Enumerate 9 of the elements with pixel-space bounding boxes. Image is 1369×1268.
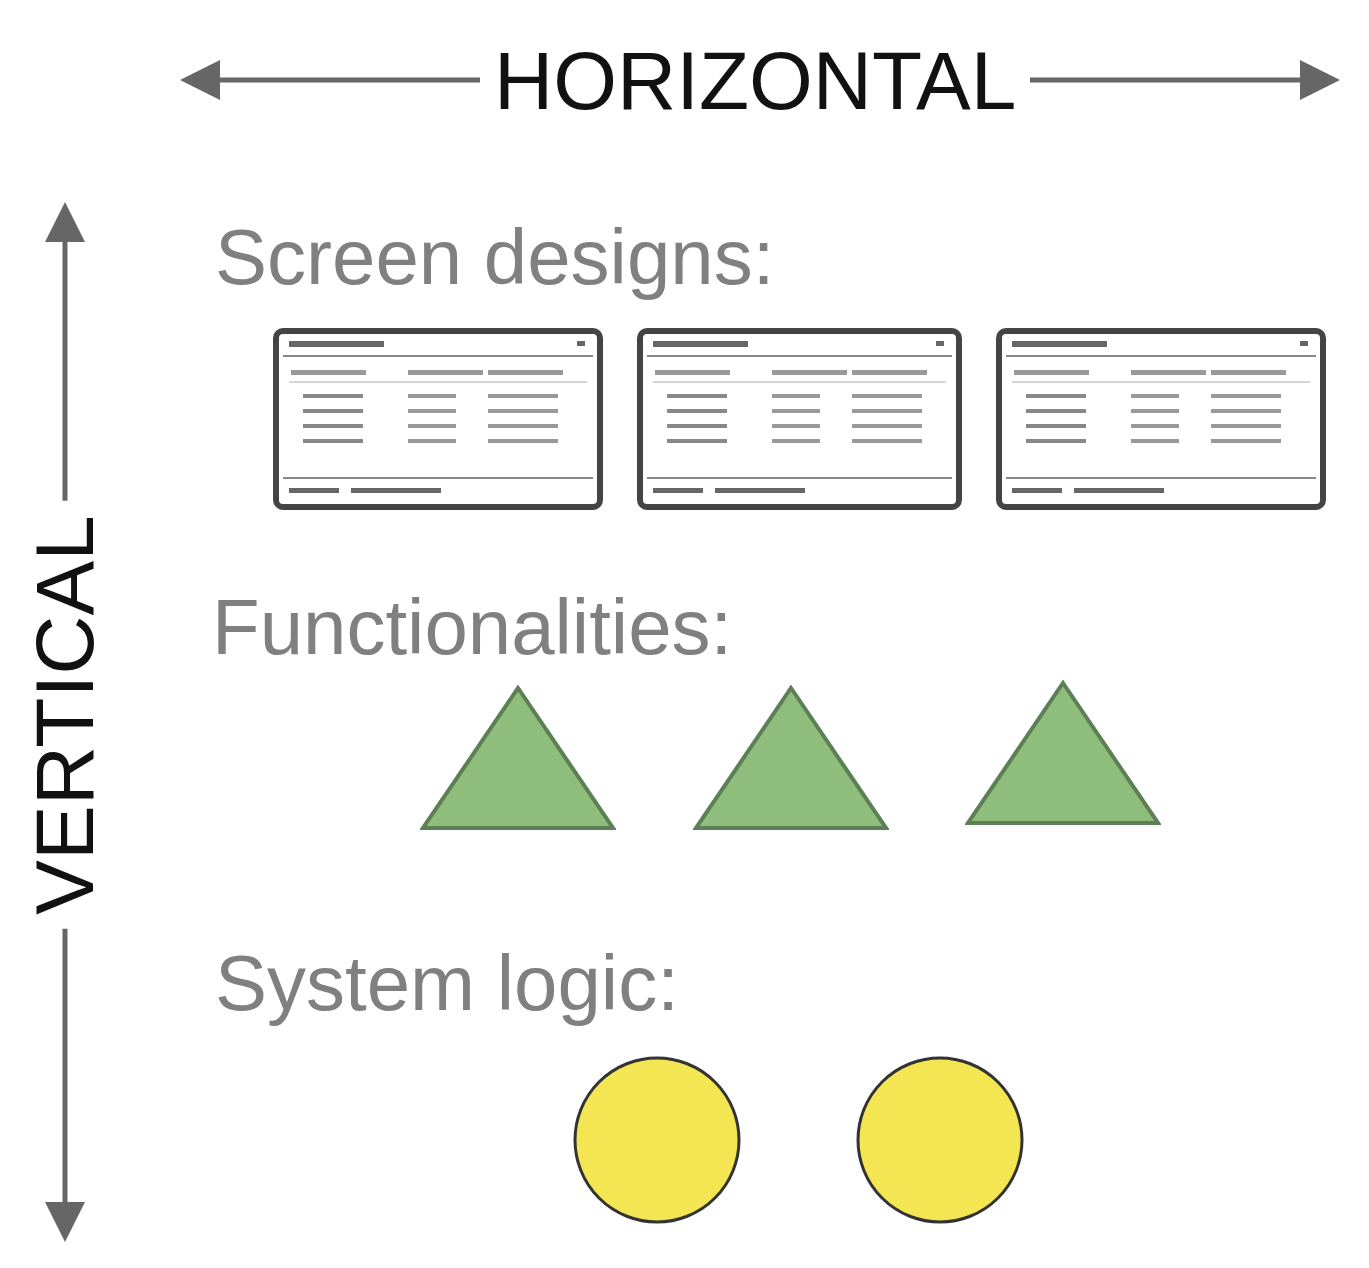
circle: [573, 1056, 741, 1224]
screen-mockup-drawing: [273, 328, 603, 510]
circle: [856, 1056, 1024, 1224]
screen-mockup-drawing: [637, 328, 962, 510]
triangle: [420, 685, 616, 831]
row-heading: Functionalities:: [212, 588, 733, 666]
screen-mockup-drawing: [996, 328, 1326, 510]
triangle: [693, 685, 889, 831]
triangle: [965, 680, 1161, 826]
